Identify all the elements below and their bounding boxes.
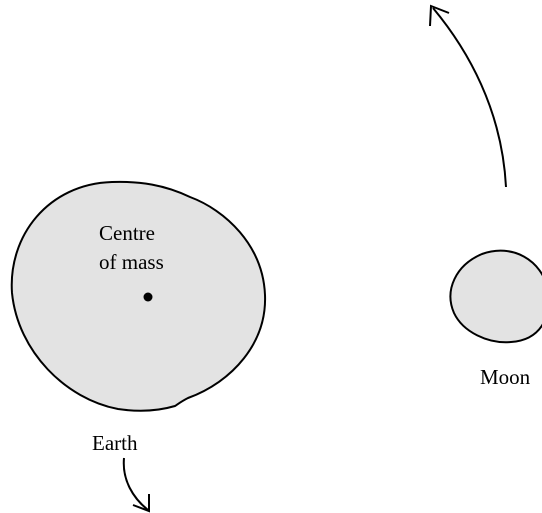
moon-orbit-arrow [433, 8, 506, 187]
earth-orbit-arrow [124, 458, 148, 510]
moon-label: Moon [480, 365, 531, 389]
earth-label: Earth [92, 431, 138, 455]
centre-of-mass-label-line1: Centre [99, 221, 155, 245]
centre-of-mass-dot [144, 293, 153, 302]
moon-body [450, 251, 542, 343]
earth-body [12, 182, 265, 411]
centre-of-mass-label-line2: of mass [99, 250, 164, 274]
